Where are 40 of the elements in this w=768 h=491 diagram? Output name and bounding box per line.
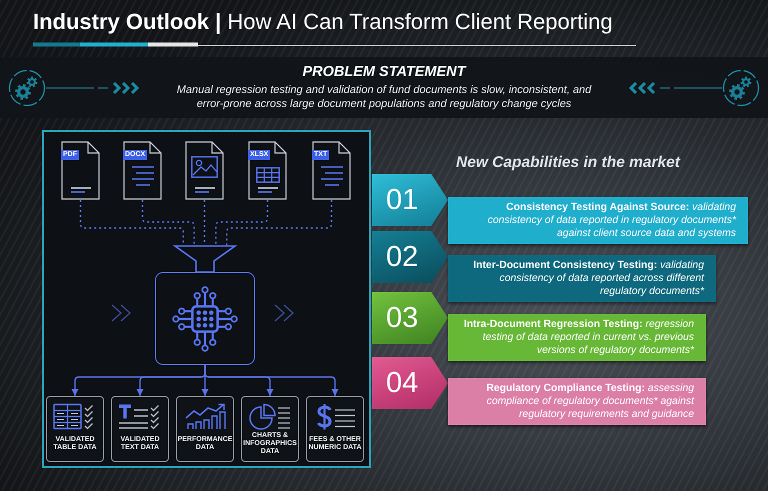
- capability-text: Inter-Document Consistency Testing: validating consistency of data reported across different regulatory documents*: [472, 259, 704, 298]
- output-card: [46, 396, 104, 462]
- arrow: [204, 365, 338, 396]
- page-title: Industry Outlook | How AI Can Transform Client Reporting: [33, 8, 613, 35]
- problem-statement-band: [0, 57, 768, 118]
- process-panel: [42, 130, 371, 468]
- dashed-connector: [204, 200, 206, 245]
- funnel-shape: [174, 245, 236, 272]
- dashed-connector: [142, 200, 195, 245]
- output-card: [111, 396, 169, 462]
- number-tab: [372, 231, 448, 283]
- capability-banner: [448, 255, 716, 302]
- document-file: [61, 141, 100, 200]
- step-number: 04: [386, 367, 418, 399]
- section-heading: New Capabilities in the market: [456, 153, 680, 173]
- document-file: [123, 141, 162, 200]
- output-card: [306, 396, 364, 462]
- step-number: 03: [386, 302, 418, 334]
- step-number: 02: [386, 241, 418, 273]
- capability-text: Regulatory Compliance Testing: assessing compliance of regulatory documents* against regulatory requirements and guidance: [485, 382, 694, 421]
- problem-heading: PROBLEM STATEMENT: [302, 64, 466, 81]
- dashed-connector: [226, 200, 332, 245]
- output-card: [176, 396, 234, 462]
- number-tab: [372, 292, 448, 344]
- output-card: [241, 396, 299, 462]
- capability-text: Intra-Document Regression Testing: regression testing of data reported in current vs. previous versions of regulatory documents*: [462, 318, 694, 357]
- image-file: [185, 141, 224, 200]
- capability-banner: [448, 314, 706, 361]
- number-tab: [372, 357, 448, 409]
- capability-banner: [448, 197, 748, 244]
- document-file: [312, 141, 351, 200]
- number-tab: [372, 174, 448, 226]
- document-file: [248, 141, 287, 200]
- problem-text: Manual regression testing and validation of fund documents is slow, inconsistent, and error-prone across large document populations and regulatory change cycles: [176, 83, 592, 111]
- step-number: 01: [386, 184, 418, 216]
- dashed-connector: [80, 200, 184, 245]
- capability-banner: [448, 378, 706, 425]
- processor-box: [155, 272, 255, 365]
- dashed-connector: [215, 200, 268, 245]
- capability-text: Consistency Testing Against Source: validating consistency of data reported in regulatory documents* against client source data and systems: [486, 201, 736, 240]
